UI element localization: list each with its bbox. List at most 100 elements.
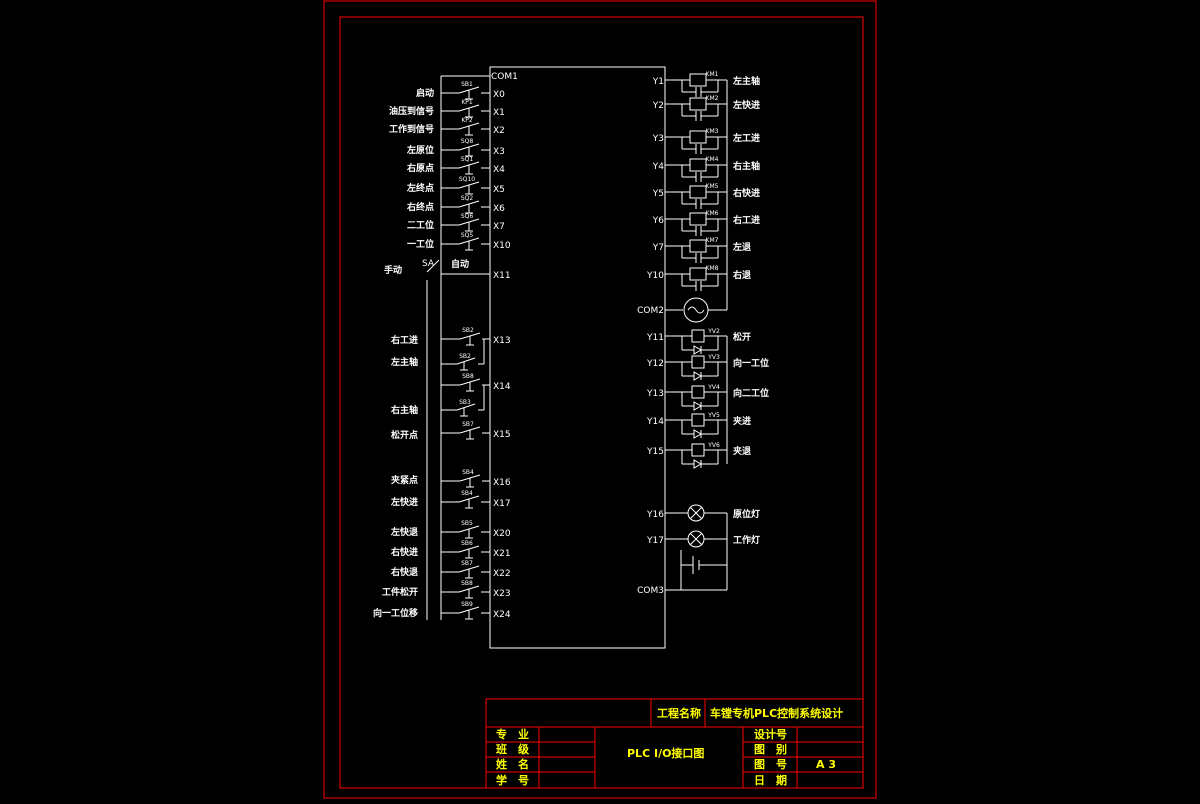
labels: COM1SB1X0启动KP1X1油压到信号KP2X2工作到信号SQ8X3左原位S… (373, 71, 769, 620)
tb-left-row-1: 专 业 (496, 727, 529, 741)
input-pin-label: X11 (493, 271, 511, 281)
com3-label: COM3 (637, 586, 664, 596)
device-tag: SQ8 (461, 138, 474, 145)
lamp-cross (689, 532, 703, 546)
coil-symbol (689, 212, 707, 226)
valve-output-label: 夹退 (733, 445, 751, 457)
input-label: 右终点 (406, 201, 434, 213)
relay-device-tag: KM1 (706, 71, 719, 78)
device-tag: SB7 (462, 421, 474, 428)
relay-device-tag: KM5 (706, 183, 719, 190)
manual-input-label: 夹紧点 (391, 474, 418, 486)
com2-label: COM2 (637, 306, 664, 316)
manual-input-label: 左主轴 (390, 356, 418, 368)
manual-pin-label: X15 (493, 430, 511, 440)
manual-input-label: 右工进 (390, 334, 418, 346)
lamp-output-label: 工作灯 (733, 534, 760, 546)
ac-wave (687, 306, 705, 314)
input-pin-label: X10 (493, 241, 511, 251)
output-pin-label: Y4 (652, 162, 664, 172)
device-tag: SQ2 (461, 195, 474, 202)
coil-symbol (689, 130, 707, 144)
device-tag: SB1 (461, 81, 473, 88)
input-pin-label: X5 (493, 185, 505, 195)
diode-symbol (693, 371, 703, 381)
relay-device-tag: KM3 (706, 128, 719, 135)
device-tag: SB2 (459, 353, 471, 360)
com1-label: COM1 (491, 72, 518, 82)
lamp-pin-label: Y16 (646, 510, 664, 520)
sa-blade (426, 259, 440, 273)
valve-pin-label: Y14 (646, 417, 664, 427)
coil-symbol (689, 73, 707, 87)
drawing-number: A 3 (816, 758, 836, 771)
tb-left-row-3: 姓 名 (496, 757, 529, 771)
project-label: 工程名称 (657, 706, 701, 720)
manual-input-label: 松开点 (391, 429, 418, 441)
lower-pin-label: X24 (493, 610, 511, 620)
manual-pin-label: X14 (493, 382, 511, 392)
device-tag: SB8 (461, 580, 473, 587)
sa-label: SA (422, 259, 435, 269)
valve-device-tag: YV6 (707, 442, 720, 449)
relay-output-label: 左退 (732, 241, 751, 253)
valve-output-label: 向二工位 (733, 387, 769, 399)
diode-symbol (693, 401, 703, 411)
diode-symbol (693, 429, 703, 439)
output-pin-label: Y1 (652, 77, 664, 87)
contact-blade (456, 403, 476, 411)
device-tag: SB4 (462, 469, 474, 476)
valve-output-label: 夹进 (733, 415, 751, 427)
tb-right-row-4: 日 期 (754, 773, 787, 787)
output-pin-label: Y6 (652, 216, 664, 226)
valve-output-label: 向一工位 (733, 357, 769, 369)
diode-symbol (693, 345, 703, 355)
valve-coil-symbol (691, 443, 705, 457)
manual-input-label: 右主轴 (390, 404, 418, 416)
valve-pin-label: Y11 (646, 333, 664, 343)
diode-symbol (693, 459, 703, 469)
input-pin-label: X6 (493, 204, 505, 214)
relay-device-tag: KM2 (706, 95, 719, 102)
input-pin-label: X2 (493, 126, 505, 136)
manual-label: 手动 (384, 264, 402, 276)
lower-pin-label: X20 (493, 529, 511, 539)
drawing-title: PLC I/O接口图 (627, 746, 704, 760)
contact-blade (456, 357, 476, 365)
input-label: 二工位 (407, 219, 434, 231)
valve-device-tag: YV5 (707, 412, 720, 419)
manual-pin-label: X13 (493, 336, 511, 346)
device-tag: SB3 (459, 399, 471, 406)
lower-pin-label: X21 (493, 549, 511, 559)
valve-pin-label: Y15 (646, 447, 664, 457)
tb-right-row-1: 设计号 (754, 727, 787, 741)
coil-symbol (689, 267, 707, 281)
device-tag: SB7 (461, 560, 473, 567)
lower-pin-label: X23 (493, 589, 511, 599)
device-tag: SB9 (461, 601, 473, 608)
tb-left-row-4: 学 号 (496, 773, 529, 787)
valve-device-tag: YV3 (707, 354, 720, 361)
relay-output-label: 左工进 (732, 132, 760, 144)
relay-device-tag: KM8 (706, 265, 719, 272)
device-tag: SQ10 (459, 176, 475, 183)
input-label: 工作到信号 (389, 123, 434, 135)
valve-device-tag: YV4 (707, 384, 720, 391)
device-tag: SQ5 (461, 232, 474, 239)
input-label: 启动 (416, 87, 434, 99)
valve-device-tag: YV2 (707, 328, 720, 335)
lower-input-label: 右快进 (390, 546, 418, 558)
lower-input-label: 左快退 (390, 526, 418, 538)
device-tag: SB8 (462, 373, 474, 380)
coil-symbol (689, 158, 707, 172)
manual-pin-label: X16 (493, 478, 511, 488)
valve-coil-symbol (691, 329, 705, 343)
output-pin-label: Y3 (652, 134, 664, 144)
device-tag: KP2 (461, 117, 473, 124)
output-pin-label: Y7 (652, 243, 664, 253)
lamp-pin-label: Y17 (646, 536, 664, 546)
wiring (426, 73, 728, 620)
valve-coil-symbol (691, 413, 705, 427)
lamp-cross (689, 506, 703, 520)
relay-output-label: 左主轴 (732, 75, 760, 87)
